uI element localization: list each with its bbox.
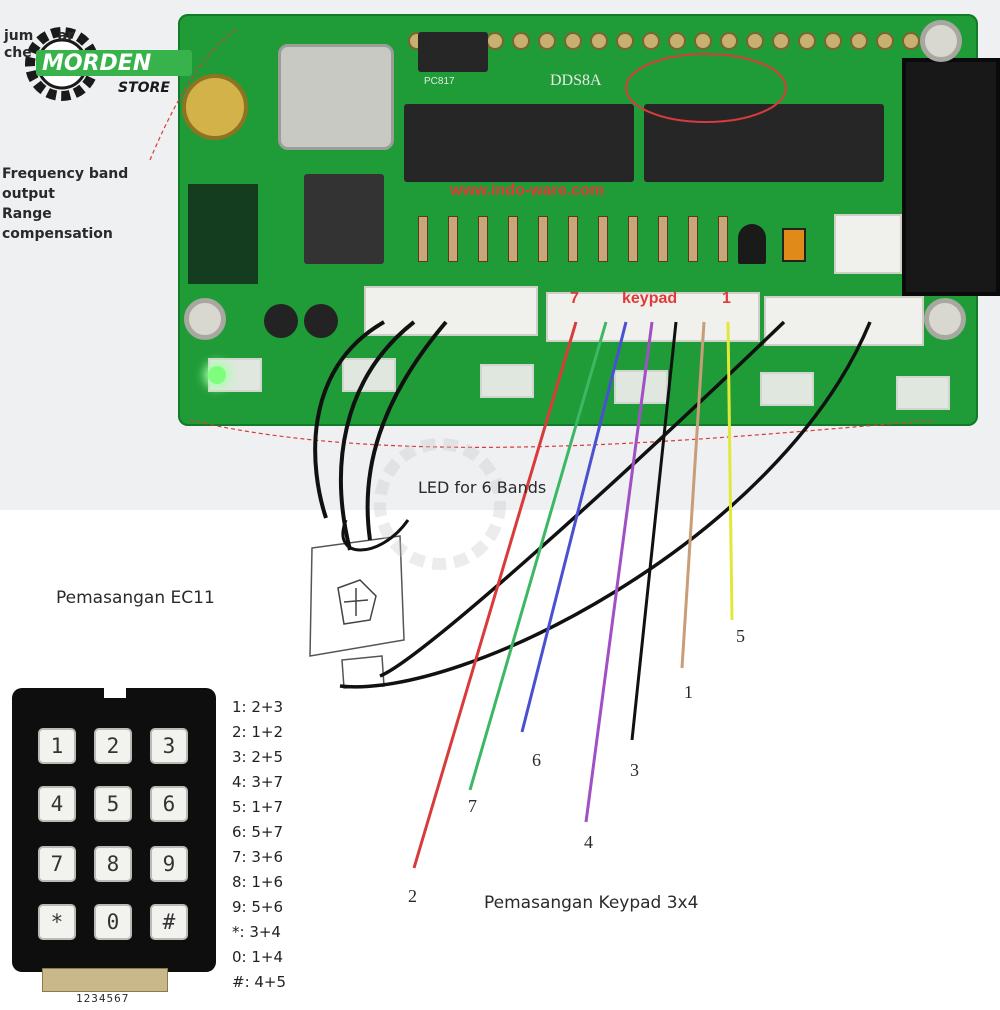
key-hash[interactable]: # (150, 904, 188, 940)
combo-2: 2: 1+2 (232, 723, 284, 741)
combo-8: 8: 1+6 (232, 873, 284, 891)
frequency-band-annotation: Frequency band output Range compensation (2, 166, 129, 242)
ec11-connector (364, 286, 538, 336)
crystal-oscillator (278, 44, 394, 150)
key-star[interactable]: * (38, 904, 76, 940)
wire-label-7: 7 (468, 796, 477, 816)
keypad-pin-numbers: 1234567 (76, 992, 130, 1005)
wire-label-6: 6 (532, 750, 541, 770)
mount-hole-bottom-right (924, 298, 966, 340)
key-4[interactable]: 4 (38, 786, 76, 822)
wire-label-3: 3 (630, 760, 639, 780)
keypad-3x4: 1 2 3 4 5 6 7 8 9 * 0 # (12, 688, 216, 972)
led-pad-2 (342, 358, 396, 392)
key-1[interactable]: 1 (38, 728, 76, 764)
led-pad-3 (480, 364, 534, 398)
wire-label-1: 1 (684, 682, 693, 702)
pc817-chip (418, 32, 488, 72)
pc817-label: PC817 (424, 76, 455, 87)
combo-4: 4: 3+7 (232, 773, 284, 791)
transistor (738, 224, 766, 264)
keypad-notch (104, 688, 126, 698)
ic-chip-left (404, 104, 634, 182)
combo-5: 5: 1+7 (232, 798, 284, 816)
round-capacitor-1 (264, 304, 298, 338)
keypad-wiring-title: Pemasangan Keypad 3x4 (484, 893, 699, 913)
resistor-array (410, 216, 750, 266)
logo-sub: STORE (118, 80, 170, 96)
key-5[interactable]: 5 (94, 786, 132, 822)
keypad-ribbon (42, 968, 168, 992)
capacitor (782, 228, 806, 262)
round-capacitor-2 (304, 304, 338, 338)
wire-label-4: 4 (584, 832, 593, 852)
led-pad-6 (896, 376, 950, 410)
key-2[interactable]: 2 (94, 728, 132, 764)
combo-9: 9: 5+6 (232, 898, 284, 916)
idc-connector (902, 58, 1000, 296)
green-led (208, 366, 226, 384)
mount-hole-top-right (920, 20, 962, 62)
combo-6: 6: 5+7 (232, 823, 284, 841)
combo-star: *: 3+4 (232, 923, 281, 941)
dds-pcb-board: PC817 DDS8A www.indo-ware.com 7 keypad 1 (178, 14, 1000, 426)
key-9[interactable]: 9 (150, 846, 188, 882)
jumper-block (188, 184, 258, 284)
key-0[interactable]: 0 (94, 904, 132, 940)
led-pad-5 (760, 372, 814, 406)
keypad-connector (546, 292, 760, 342)
jumper-annotation: jum ar che (4, 28, 75, 61)
led-connector (764, 296, 924, 346)
key-8[interactable]: 8 (94, 846, 132, 882)
combo-0: 0: 1+4 (232, 948, 284, 966)
ec11-knob-icon (337, 579, 377, 625)
combo-hash: #: 4+5 (232, 973, 287, 991)
key-7[interactable]: 7 (38, 846, 76, 882)
sma-connector (182, 74, 248, 140)
ec11-title: Pemasangan EC11 (56, 588, 215, 608)
power-connector (834, 214, 902, 274)
key-6[interactable]: 6 (150, 786, 188, 822)
ec11-outline (309, 535, 405, 657)
wire-label-2: 2 (408, 886, 417, 906)
keypad-connector-label: keypad (622, 290, 678, 307)
morden-store-logo: MORDEN STORE (22, 24, 194, 104)
ad9850-chip (304, 174, 384, 264)
keypad-connector-left-pin-label: 7 (570, 290, 579, 307)
keypad-connector-right-pin-label: 1 (722, 290, 731, 307)
combo-1: 1: 2+3 (232, 698, 284, 716)
mount-hole-bottom-left (184, 298, 226, 340)
logo-name: MORDEN (42, 51, 151, 76)
wire-label-5: 5 (736, 626, 745, 646)
website-label: www.indo-ware.com (450, 182, 605, 199)
led-bands-label: LED for 6 Bands (418, 478, 547, 497)
ic-chip-right (644, 104, 884, 182)
key-3[interactable]: 3 (150, 728, 188, 764)
combo-7: 7: 3+6 (232, 848, 284, 866)
dds8a-label: DDS8A (550, 72, 602, 89)
combo-3: 3: 2+5 (232, 748, 284, 766)
